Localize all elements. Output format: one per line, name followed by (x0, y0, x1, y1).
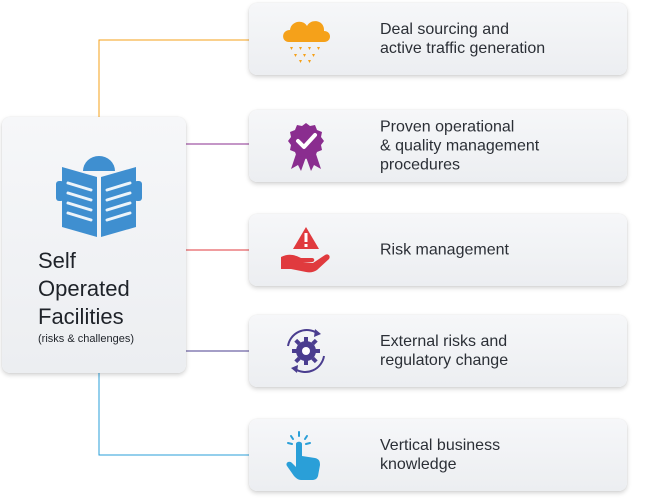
award-badge-icon (288, 123, 324, 171)
item-card-quality-management: Proven operational & quality management … (249, 110, 627, 182)
reading-book-icon (56, 156, 142, 237)
center-subtitle: (risks & challenges) (38, 333, 134, 345)
item-card-risk-management: Risk management (249, 214, 627, 286)
connector-5 (98, 373, 249, 456)
center-card: Self Operated Facilities (risks & challe… (2, 117, 186, 373)
gear-cycle-icon (287, 329, 325, 373)
connector-1 (98, 39, 249, 117)
touch-hand-icon (286, 431, 320, 480)
item-label-risk-management: Risk management (380, 241, 509, 259)
hand-warning-icon (281, 227, 330, 273)
center-title: Self Operated Facilities (38, 248, 130, 329)
item-label-external-risks: External risks and regulatory change (380, 333, 509, 369)
cloud-rain-icon (283, 21, 330, 63)
item-label-vertical-knowledge: Vertical business knowledge (380, 437, 501, 473)
item-card-vertical-knowledge: Vertical business knowledge (249, 419, 627, 491)
item-card-external-risks: External risks and regulatory change (249, 315, 627, 387)
item-label-deal-sourcing: Deal sourcing and active traffic generat… (380, 21, 546, 57)
item-label-quality-management: Proven operational & quality management … (380, 118, 540, 174)
item-card-deal-sourcing: Deal sourcing and active traffic generat… (249, 3, 627, 75)
